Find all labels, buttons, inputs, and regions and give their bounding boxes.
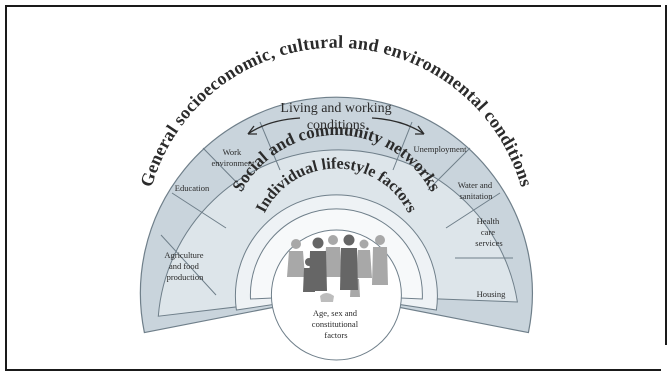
segment-health-care: Health care services (475, 216, 502, 248)
frame-right-edge (665, 5, 667, 345)
arrow-left-head (247, 125, 257, 135)
segment-dividers (160, 121, 513, 296)
people-silhouettes (287, 234, 388, 302)
core-label: Age, sex and constitutional factors (312, 308, 360, 340)
arrow-right-head (415, 125, 425, 135)
segment-unemployment: Unemployment (414, 144, 468, 154)
living-working-title-line2: conditions (307, 118, 365, 133)
living-working-title-line1: Living and working (280, 101, 391, 116)
segment-housing: Housing (477, 289, 507, 299)
segment-education: Education (175, 183, 210, 193)
arrow-left-curve (247, 117, 301, 135)
segment-water-sanitation: Water and sanitation (458, 180, 495, 201)
arrow-right-curve (371, 117, 425, 135)
segment-work-environment: Work environment (212, 147, 256, 168)
segment-agriculture: Agriculture and food production (164, 250, 205, 282)
image-frame (5, 5, 661, 371)
